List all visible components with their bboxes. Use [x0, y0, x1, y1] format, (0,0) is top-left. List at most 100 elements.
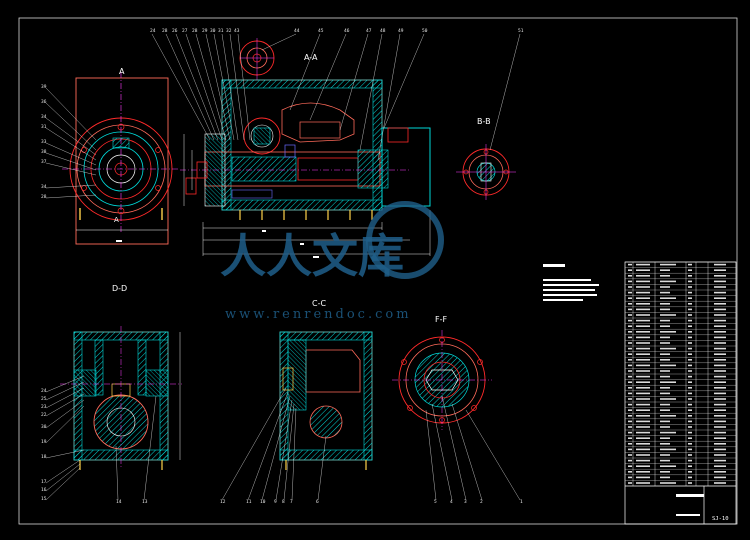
- parts-cell-text: [714, 409, 726, 411]
- balloon-number: 7: [290, 499, 293, 505]
- balloon-number: 10: [260, 499, 266, 505]
- parts-cell-text: [628, 370, 632, 372]
- parts-cell-text: [714, 359, 726, 361]
- parts-cell-text: [714, 347, 726, 350]
- balloon-number: 9: [274, 499, 277, 505]
- balloon-number: 24: [41, 388, 47, 394]
- parts-cell-text: [714, 387, 726, 389]
- parts-cell-text: [688, 415, 692, 417]
- balloon-number: 46: [344, 28, 350, 34]
- parts-cell-text: [688, 375, 692, 378]
- parts-cell-text: [628, 454, 632, 456]
- parts-cell-text: [688, 303, 692, 305]
- balloon-number: 44: [294, 28, 300, 34]
- parts-cell-text: [688, 426, 692, 428]
- parts-cell-text: [628, 387, 632, 389]
- view-label-c-c: C-C: [312, 299, 326, 308]
- parts-cell-text: [628, 291, 632, 294]
- parts-cell-text: [628, 426, 632, 428]
- parts-cell-text: [628, 375, 632, 378]
- parts-cell-text: [636, 454, 650, 456]
- parts-cell-text: [660, 392, 670, 395]
- parts-cell-text: [628, 319, 632, 322]
- parts-cell-text: [628, 359, 632, 361]
- parts-cell-text: [628, 398, 632, 400]
- parts-cell-text: [636, 353, 650, 355]
- parts-cell-text: [628, 314, 632, 316]
- parts-cell-text: [688, 459, 692, 462]
- parts-cell-text: [628, 275, 632, 277]
- parts-cell-text: [714, 303, 726, 305]
- parts-cell-text: [628, 381, 632, 383]
- parts-cell-text: [660, 476, 670, 479]
- parts-cell-text: [688, 471, 692, 473]
- parts-cell-text: [636, 347, 650, 350]
- parts-cell-text: [636, 465, 650, 467]
- parts-cell-text: [714, 308, 726, 311]
- parts-cell-text: [714, 403, 726, 406]
- parts-cell-text: [688, 331, 692, 333]
- balloon-number: 29: [202, 28, 208, 34]
- balloon-number: 14: [116, 499, 122, 505]
- parts-cell-text: [688, 297, 692, 299]
- parts-cell-text: [628, 297, 632, 299]
- parts-cell-text: [628, 347, 632, 350]
- balloon-number: 36: [41, 99, 47, 105]
- parts-cell-text: [688, 353, 692, 355]
- balloon-number: 34: [41, 114, 47, 120]
- parts-cell-text: [714, 471, 726, 473]
- parts-cell-text: [628, 308, 632, 311]
- parts-cell-text: [660, 286, 670, 288]
- parts-cell-text: [628, 364, 632, 367]
- parts-cell-text: [688, 364, 692, 367]
- parts-cell-text: [628, 280, 632, 283]
- parts-cell-text: [636, 482, 650, 484]
- parts-cell-text: [636, 364, 650, 367]
- parts-cell-text: [636, 319, 650, 322]
- balloon-number: 17: [41, 479, 47, 485]
- balloon-number: 30: [210, 28, 216, 34]
- parts-cell-text: [714, 286, 726, 288]
- section-mark-a-bottom: A: [114, 216, 119, 224]
- parts-cell-text: [636, 291, 650, 294]
- parts-cell-text: [628, 471, 632, 473]
- parts-cell-text: [714, 280, 726, 283]
- parts-cell-text: [714, 364, 726, 367]
- balloon-number: 3: [464, 499, 467, 505]
- parts-cell-text: [660, 297, 676, 299]
- parts-cell-text: [636, 359, 650, 361]
- parts-cell-text: [660, 331, 676, 333]
- parts-cell-text: [636, 370, 650, 372]
- balloon-number: 13: [142, 499, 148, 505]
- parts-cell-text: [660, 415, 676, 417]
- parts-cell-text: [628, 325, 632, 327]
- parts-cell-text: [636, 308, 650, 311]
- parts-cell-text: [628, 448, 632, 451]
- parts-cell-text: [688, 291, 692, 294]
- parts-cell-text: [660, 387, 670, 389]
- parts-cell-text: [660, 275, 670, 277]
- balloon-number: 1: [520, 499, 523, 505]
- parts-cell-text: [660, 336, 670, 339]
- parts-cell-text: [714, 420, 726, 423]
- parts-cell-text: [688, 465, 692, 467]
- view-label-a: A: [119, 67, 125, 76]
- view-b-b: B-B: [456, 117, 516, 200]
- parts-cell-text: [714, 437, 726, 439]
- parts-cell-text: [660, 370, 670, 372]
- parts-cell-text: [628, 331, 632, 333]
- balloon-number: 8: [282, 499, 285, 505]
- parts-cell-text: [688, 280, 692, 283]
- parts-cell-text: [688, 443, 692, 445]
- view-label-d-d: D-D: [112, 284, 127, 293]
- balloon-number: 27: [182, 28, 188, 34]
- parts-cell-text: [660, 381, 676, 383]
- parts-cell-text: [636, 381, 650, 383]
- parts-cell-text: [636, 342, 650, 344]
- parts-cell-text: [636, 398, 650, 400]
- parts-cell-text: [660, 465, 676, 467]
